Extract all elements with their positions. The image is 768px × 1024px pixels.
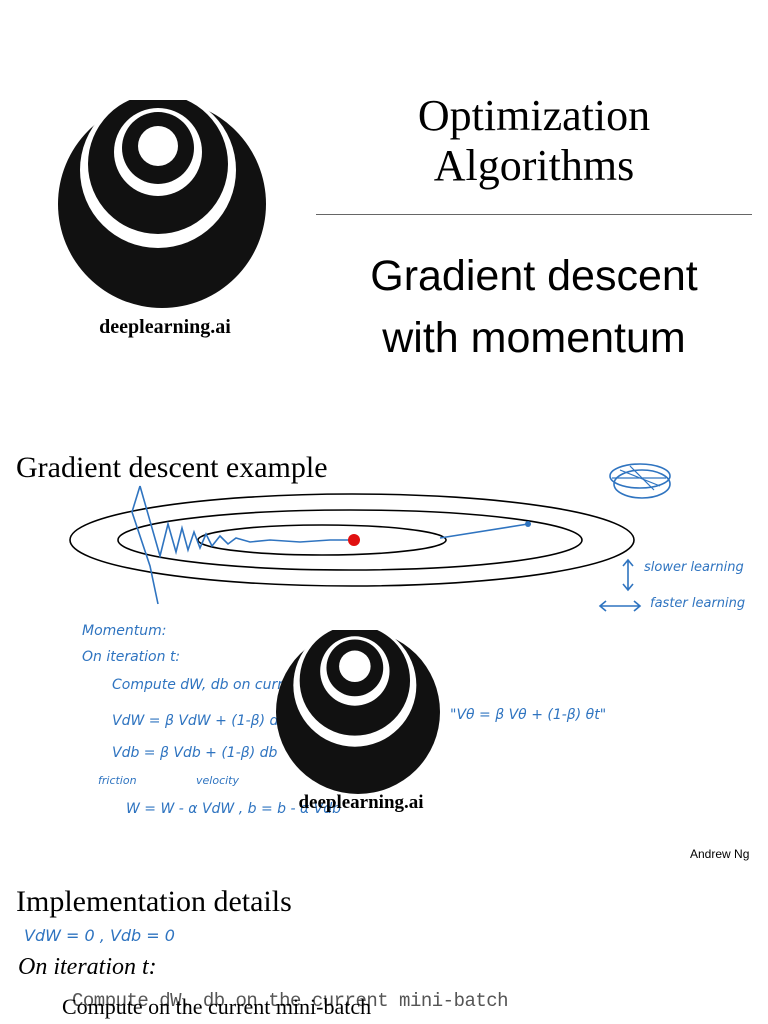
annotation-faster-learning: faster learning	[650, 596, 745, 611]
annotation-init: VdW = 0 , Vdb = 0	[24, 926, 175, 945]
iteration-label: On iteration t:	[18, 954, 157, 981]
annotation-momentum: Momentum:	[82, 622, 167, 640]
deeplearning-logo-overlay	[276, 630, 440, 794]
author-credit: Andrew Ng	[690, 847, 749, 861]
annotation-vdb: Vdb = β Vdb + (1-β) db	[112, 744, 277, 762]
annotation-vdw: VdW = β VdW + (1-β) dW	[112, 712, 292, 730]
compute-line: Compute on the current mini-batch	[62, 994, 371, 1020]
subtitle-line-1: Gradient descent	[316, 248, 752, 304]
title-divider	[316, 214, 752, 215]
annotation-slower-learning: slower learning	[644, 560, 744, 575]
subtitle-line-2: with momentum	[316, 310, 752, 366]
annotation-friction: friction	[98, 772, 137, 790]
brand-name-overlay: deeplearning.ai	[276, 792, 446, 814]
annotation-on-iteration: On iteration t:	[82, 648, 180, 666]
slide-heading-implementation: Implementation details	[16, 884, 292, 920]
brand-name: deeplearning.ai	[40, 316, 290, 339]
annotation-ewa: "Vθ = β Vθ + (1-β) θt"	[450, 706, 606, 724]
title-line-1: Optimization	[316, 92, 752, 140]
annotation-velocity: velocity	[196, 772, 239, 790]
deeplearning-logo	[58, 100, 266, 308]
title-line-2: Algorithms	[316, 142, 752, 190]
